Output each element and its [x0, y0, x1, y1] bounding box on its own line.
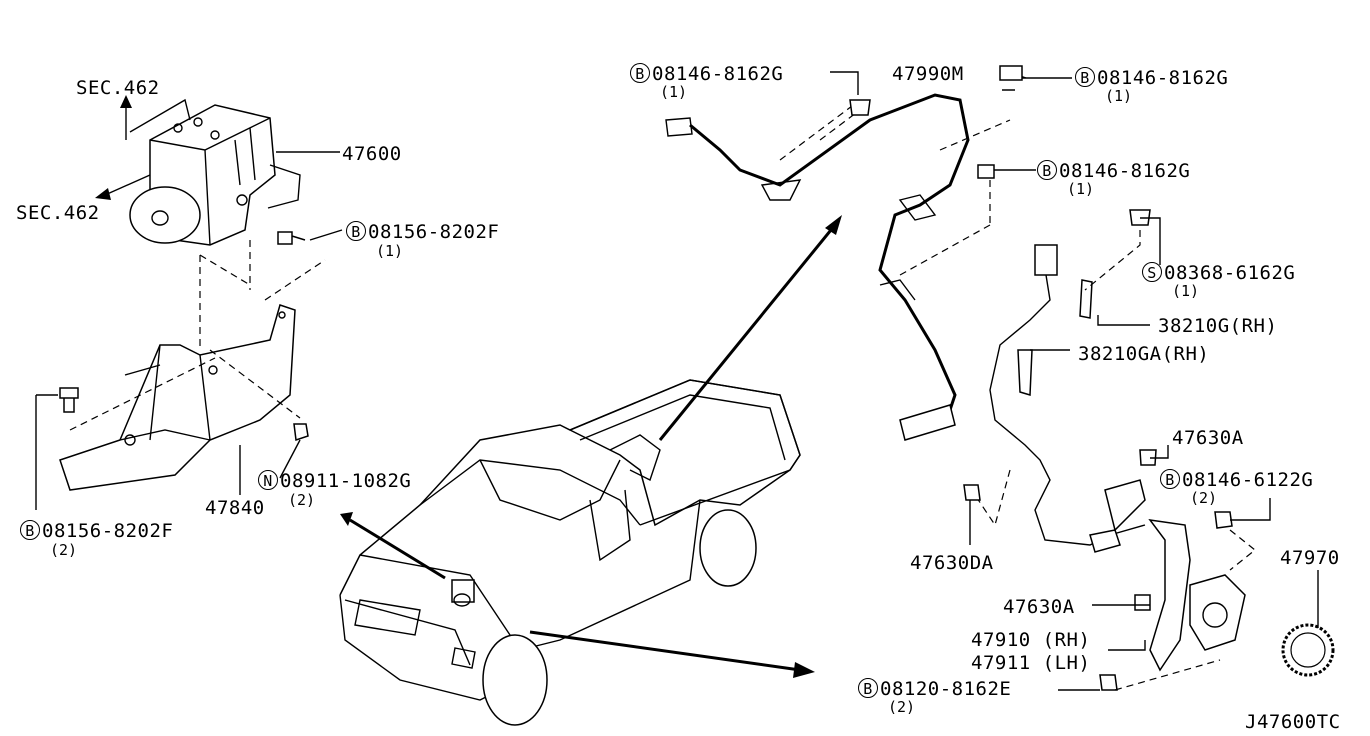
part-47911-label: 47911 (LH)	[971, 652, 1091, 674]
diagram-id-label: J47600TC	[1245, 711, 1341, 733]
fastener-qty: (1)	[1172, 282, 1200, 300]
fastener-qty: (2)	[1190, 489, 1218, 507]
part-47630a-mid-label: 47630A	[1003, 596, 1075, 618]
nut-marker-icon: N	[258, 470, 278, 490]
sensor-harness-drawing	[963, 209, 1335, 691]
fastener-qty: (2)	[888, 698, 916, 716]
sec-462-left-label: SEC.462	[16, 202, 100, 224]
bracket-drawing	[59, 231, 326, 491]
abs-actuator-drawing	[95, 95, 301, 246]
fastener-qty: (2)	[50, 541, 78, 559]
bolt-marker-icon: B	[346, 221, 366, 241]
fastener-code: 08146-6122G	[1182, 469, 1314, 491]
bolt-marker-icon: B	[1037, 160, 1057, 180]
bolt-marker-icon: B	[858, 678, 878, 698]
fastener-code: 08146-8162G	[652, 63, 784, 85]
part-47970-label: 47970	[1280, 547, 1340, 569]
fastener-qty: (1)	[1105, 87, 1133, 105]
harness-drawing	[665, 65, 1027, 441]
sec-462-top-label: SEC.462	[76, 77, 160, 99]
fastener-code: 08156-8202F	[42, 520, 174, 542]
truck-drawing	[339, 379, 801, 726]
fastener-code: 08120-8162E	[880, 678, 1012, 700]
part-38210ga-label: 38210GA(RH)	[1078, 343, 1210, 365]
part-47600-label: 47600	[342, 143, 402, 165]
bolt-marker-icon: B	[1160, 469, 1180, 489]
part-47630a-top-label: 47630A	[1172, 427, 1244, 449]
part-47630da-label: 47630DA	[910, 552, 994, 574]
part-38210g-label: 38210G(RH)	[1158, 315, 1278, 337]
fastener-qty: (2)	[288, 491, 316, 509]
fastener-qty: (1)	[1067, 180, 1095, 198]
fastener-code: 08368-6162G	[1164, 262, 1296, 284]
bolt-marker-icon: B	[20, 520, 40, 540]
fastener-qty: (1)	[660, 83, 688, 101]
fastener-qty: (1)	[376, 242, 404, 260]
fastener-code: 08911-1082G	[280, 470, 412, 492]
fastener-code: 08146-8162G	[1097, 67, 1229, 89]
part-47990m-label: 47990M	[892, 63, 964, 85]
fastener-code: 08146-8162G	[1059, 160, 1191, 182]
bolt-marker-icon: B	[630, 63, 650, 83]
screw-marker-icon: S	[1142, 262, 1162, 282]
part-47840-label: 47840	[205, 497, 265, 519]
part-47910-label: 47910 (RH)	[971, 629, 1091, 651]
bolt-marker-icon: B	[1075, 67, 1095, 87]
fastener-code: 08156-8202F	[368, 221, 500, 243]
